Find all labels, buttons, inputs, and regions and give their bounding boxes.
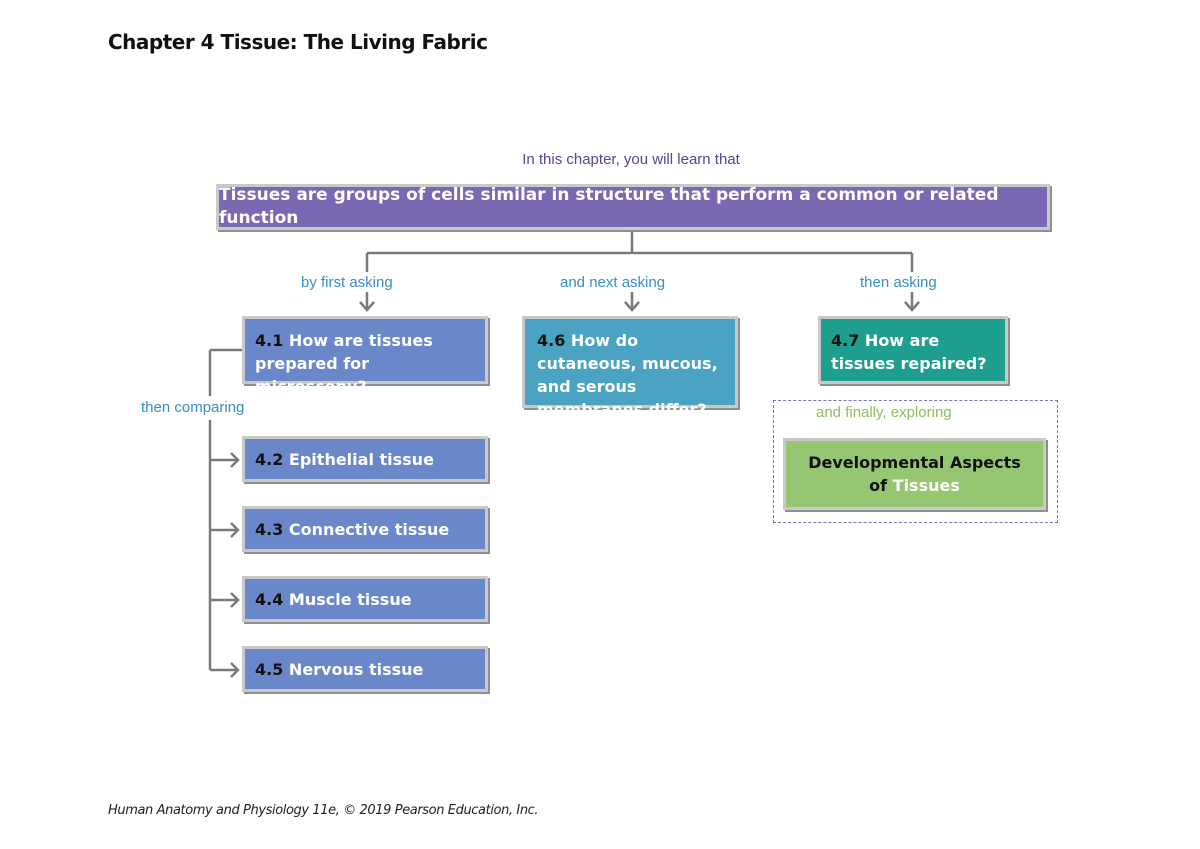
finally-exploring-frame (773, 400, 1058, 523)
section-number: 4.5 (255, 659, 284, 679)
section-4-2-box: 4.2 Epithelial tissue (242, 436, 488, 482)
label-first-asking: by first asking (301, 274, 393, 291)
section-4-7-box: 4.7 How are tissues repaired? (818, 316, 1008, 384)
section-text: Nervous tissue (288, 659, 424, 679)
dev-of: of (869, 476, 888, 495)
section-text: How are tissues prepared for microscopy? (255, 331, 433, 396)
dev-line1: Developmental Aspects (808, 453, 1021, 472)
intro-text: In this chapter, you will learn that (522, 151, 740, 168)
section-4-6-box: 4.6 How do cutaneous, mucous, and serous… (522, 316, 738, 419)
section-text: Epithelial tissue (288, 449, 434, 469)
main-concept-text: Tissues are groups of cells similar in s… (219, 185, 999, 228)
section-number: 4.4 (255, 589, 284, 609)
label-finally-exploring: and finally, exploring (816, 404, 952, 421)
section-number: 4.3 (255, 519, 284, 539)
page-title: Chapter 4 Tissue: The Living Fabric (108, 30, 488, 54)
label-next-asking: and next asking (560, 274, 666, 291)
section-number: 4.7 (831, 331, 860, 350)
section-4-1-box: 4.1 How are tissues prepared for microsc… (242, 316, 488, 396)
developmental-aspects-box: Developmental Aspects of Tissues (783, 438, 1046, 510)
label-then-comparing: then comparing (141, 399, 245, 416)
dev-highlight: Tissues (892, 476, 960, 495)
section-text: How are tissues repaired? (831, 331, 987, 373)
section-4-3-box: 4.3 Connective tissue (242, 506, 488, 552)
label-then-asking: then asking (860, 274, 937, 291)
section-text: Muscle tissue (288, 589, 412, 609)
footer-credit: Human Anatomy and Physiology 11e, © 2019… (108, 803, 539, 818)
section-text: How do cutaneous, mucous, and serous mem… (537, 331, 718, 419)
section-4-4-box: 4.4 Muscle tissue (242, 576, 488, 622)
section-text: Connective tissue (288, 519, 450, 539)
main-concept-box: Tissues are groups of cells similar in s… (216, 184, 1050, 230)
section-number: 4.6 (537, 331, 566, 350)
section-number: 4.1 (255, 331, 284, 350)
section-4-5-box: 4.5 Nervous tissue (242, 646, 488, 692)
section-number: 4.2 (255, 449, 284, 469)
